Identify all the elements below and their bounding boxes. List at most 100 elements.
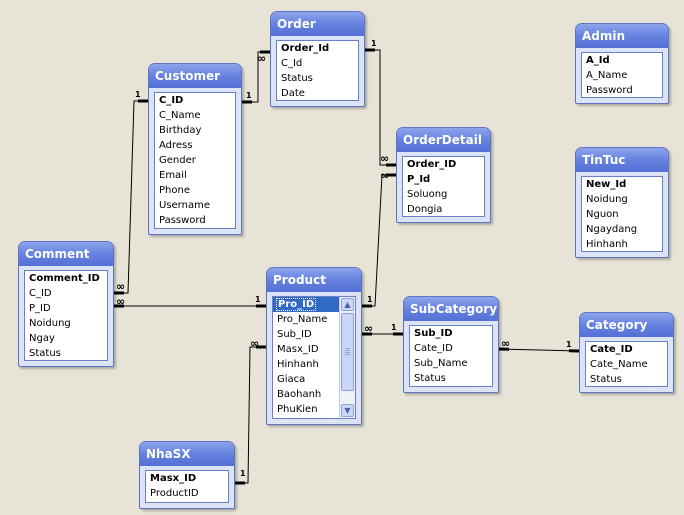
field-item[interactable]: A_Name [582, 68, 662, 83]
field-item[interactable]: Sub_ID [273, 327, 340, 342]
field-item[interactable]: Soluong [403, 187, 484, 202]
field-item[interactable]: Noidung [582, 192, 662, 207]
field-item[interactable]: Giaca [273, 372, 340, 387]
table-title[interactable]: Customer [149, 64, 241, 88]
field-item-primary-key[interactable]: C_ID [155, 93, 235, 108]
field-list[interactable]: Masx_ID ProductID [145, 470, 229, 503]
field-item[interactable]: Hinhanh [273, 357, 340, 372]
table-title[interactable]: NhaSX [140, 442, 234, 466]
field-item-primary-key[interactable]: Pro_ID [273, 297, 340, 312]
field-item[interactable]: Status [586, 372, 667, 386]
table-title[interactable]: TinTuc [576, 148, 668, 172]
field-item[interactable]: C_ID [25, 286, 107, 301]
field-item[interactable]: Ngay [25, 331, 107, 346]
field-name: PhuKien [277, 404, 318, 415]
field-item-primary-key[interactable]: A_Id [582, 53, 662, 68]
field-item-primary-key[interactable]: Order_ID [403, 157, 484, 172]
field-name: Password [586, 85, 633, 96]
field-item[interactable]: Date [277, 86, 358, 100]
field-item[interactable]: Cate_Name [586, 357, 667, 372]
field-item[interactable]: Password [582, 83, 662, 97]
field-item[interactable]: Status [410, 371, 492, 386]
table-title[interactable]: SubCategory [404, 297, 498, 321]
field-item[interactable]: Email [155, 168, 235, 183]
table-title[interactable]: OrderDetail [397, 128, 490, 152]
relationship-line-product-orderdetail[interactable] [362, 174, 396, 307]
vertical-scrollbar[interactable]: ▲▼ [339, 297, 355, 418]
field-item-primary-key[interactable]: Sub_ID [410, 326, 492, 341]
field-name: C_Name [159, 110, 201, 121]
field-item[interactable]: Pro_Name [273, 312, 340, 327]
field-name: Phone [159, 185, 190, 196]
field-name: Date [281, 88, 305, 99]
field-item[interactable]: Baohanh [273, 387, 340, 402]
cardinality-one-label: 1 [391, 323, 397, 332]
field-name: Pro_ID [275, 298, 317, 311]
table-title[interactable]: Product [267, 268, 361, 292]
field-item[interactable]: Phone [155, 183, 235, 198]
relationship-line-category-subcategory[interactable] [498, 348, 580, 352]
field-item[interactable]: Ngaydang [582, 222, 662, 237]
field-name: Ngaydang [586, 224, 638, 235]
cardinality-many-label: ∞ [380, 169, 389, 182]
table-title[interactable]: Order [271, 12, 364, 36]
field-name: Masx_ID [150, 473, 197, 484]
field-item-primary-key[interactable]: P_Id [403, 172, 484, 187]
relationship-line-order-orderdetail[interactable] [365, 49, 396, 166]
scroll-grip [345, 350, 350, 351]
scroll-down-icon[interactable]: ▼ [341, 404, 354, 417]
field-item-primary-key[interactable]: New_Id [582, 177, 662, 192]
field-item-primary-key[interactable]: Comment_ID [25, 271, 107, 286]
field-item[interactable]: Password [155, 213, 235, 228]
field-item[interactable]: Hinhanh [582, 237, 662, 251]
cardinality-many-label: ∞ [250, 337, 259, 350]
field-item[interactable]: Sub_Name [410, 356, 492, 371]
field-item[interactable]: P_ID [25, 301, 107, 316]
field-item[interactable]: Gender [155, 153, 235, 168]
scroll-up-icon[interactable]: ▲ [341, 298, 354, 311]
field-item-primary-key[interactable]: Cate_ID [586, 342, 667, 357]
field-item[interactable]: ProductID [146, 486, 228, 501]
table-title[interactable]: Comment [19, 242, 113, 266]
field-item[interactable]: C_Name [155, 108, 235, 123]
relationship-line-nhasx-product[interactable] [235, 346, 266, 484]
field-item[interactable]: Birthday [155, 123, 235, 138]
field-item[interactable]: Status [25, 346, 107, 360]
field-item-primary-key[interactable]: Masx_ID [146, 471, 228, 486]
table-title[interactable]: Admin [576, 24, 668, 48]
table-title[interactable]: Category [580, 313, 673, 337]
field-item[interactable]: C_Id [277, 56, 358, 71]
field-item[interactable]: Nguon [582, 207, 662, 222]
field-item[interactable]: Dongia [403, 202, 484, 216]
scroll-thumb[interactable] [341, 313, 354, 391]
field-item[interactable]: Adress [155, 138, 235, 153]
field-item[interactable]: Cate_ID [410, 341, 492, 356]
field-item[interactable]: Username [155, 198, 235, 213]
table-nhasx[interactable]: NhaSX Masx_ID ProductID [139, 441, 235, 509]
field-item[interactable]: PhuKien [273, 402, 340, 417]
cardinality-one-label: 1 [367, 295, 373, 304]
field-item[interactable]: Status [277, 71, 358, 86]
field-item[interactable]: Masx_ID [273, 342, 340, 357]
field-item-primary-key[interactable]: Order_Id [277, 41, 358, 56]
relationship-line-customer-comment[interactable] [114, 100, 148, 294]
field-item[interactable]: Noidung [25, 316, 107, 331]
